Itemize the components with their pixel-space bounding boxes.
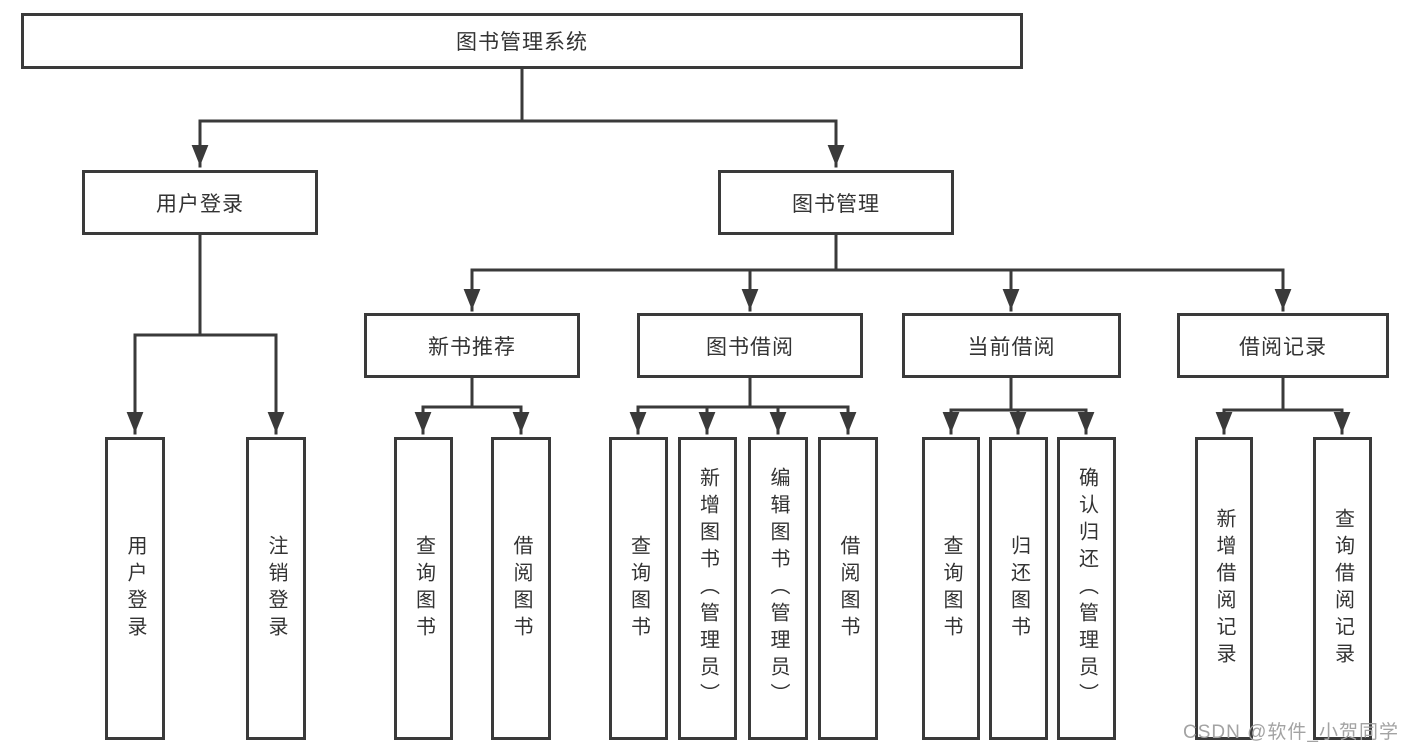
node-book-management: 图书管理 <box>718 170 954 235</box>
node-book-borrowing: 图书借阅 <box>637 313 863 378</box>
node-new-book-recommendation: 新书推荐 <box>364 313 580 378</box>
node-label: 借阅图书 <box>510 534 532 643</box>
node-label: 新增图书（管理员） <box>696 467 719 710</box>
node-label: 当前借阅 <box>967 335 1056 359</box>
node-label: 注销登录 <box>265 534 287 643</box>
csdn-watermark: CSDN @软件_小贺同学 <box>1183 722 1399 743</box>
leaf-confirm-return-admin: 确认归还（管理员） <box>1057 437 1116 740</box>
node-user-login-branch: 用户登录 <box>82 170 318 235</box>
node-label: 编辑图书（管理员） <box>767 467 789 710</box>
leaf-add-borrow-record: 新增借阅记录 <box>1195 437 1253 740</box>
leaf-query-books-current: 查询图书 <box>922 437 980 740</box>
leaf-query-books-recommend: 查询图书 <box>394 437 453 740</box>
leaf-query-books-borrowing: 查询图书 <box>609 437 668 740</box>
leaf-query-borrow-record: 查询借阅记录 <box>1313 437 1372 740</box>
node-label: 新增借阅记录 <box>1213 507 1235 670</box>
node-label: 用户登录 <box>156 192 244 216</box>
leaf-borrow-books-recommend: 借阅图书 <box>491 437 551 740</box>
node-label: 归还图书 <box>1007 534 1030 643</box>
node-borrowing-records: 借阅记录 <box>1177 313 1389 378</box>
node-label: 查询图书 <box>940 534 962 643</box>
node-label: 查询图书 <box>412 534 435 643</box>
node-label: 确认归还（管理员） <box>1075 467 1098 710</box>
leaf-user-login: 用户登录 <box>105 437 165 740</box>
node-label: 借阅图书 <box>837 534 859 643</box>
node-label: 借阅记录 <box>1239 335 1327 359</box>
node-label: 查询图书 <box>627 534 650 643</box>
node-label: 图书管理系统 <box>456 31 588 54</box>
node-label: 查询借阅记录 <box>1331 507 1354 670</box>
node-label: 图书借阅 <box>706 335 794 359</box>
leaf-return-books: 归还图书 <box>989 437 1048 740</box>
node-current-borrowing: 当前借阅 <box>902 313 1121 378</box>
leaf-logout: 注销登录 <box>246 437 306 740</box>
leaf-add-books-admin: 新增图书（管理员） <box>678 437 737 740</box>
leaf-edit-books-admin: 编辑图书（管理员） <box>748 437 808 740</box>
leaf-borrow-books: 借阅图书 <box>818 437 878 740</box>
node-label: 新书推荐 <box>428 335 516 359</box>
node-label: 图书管理 <box>792 192 880 216</box>
node-label: 用户登录 <box>124 534 146 643</box>
node-library-management-system: 图书管理系统 <box>21 13 1023 69</box>
